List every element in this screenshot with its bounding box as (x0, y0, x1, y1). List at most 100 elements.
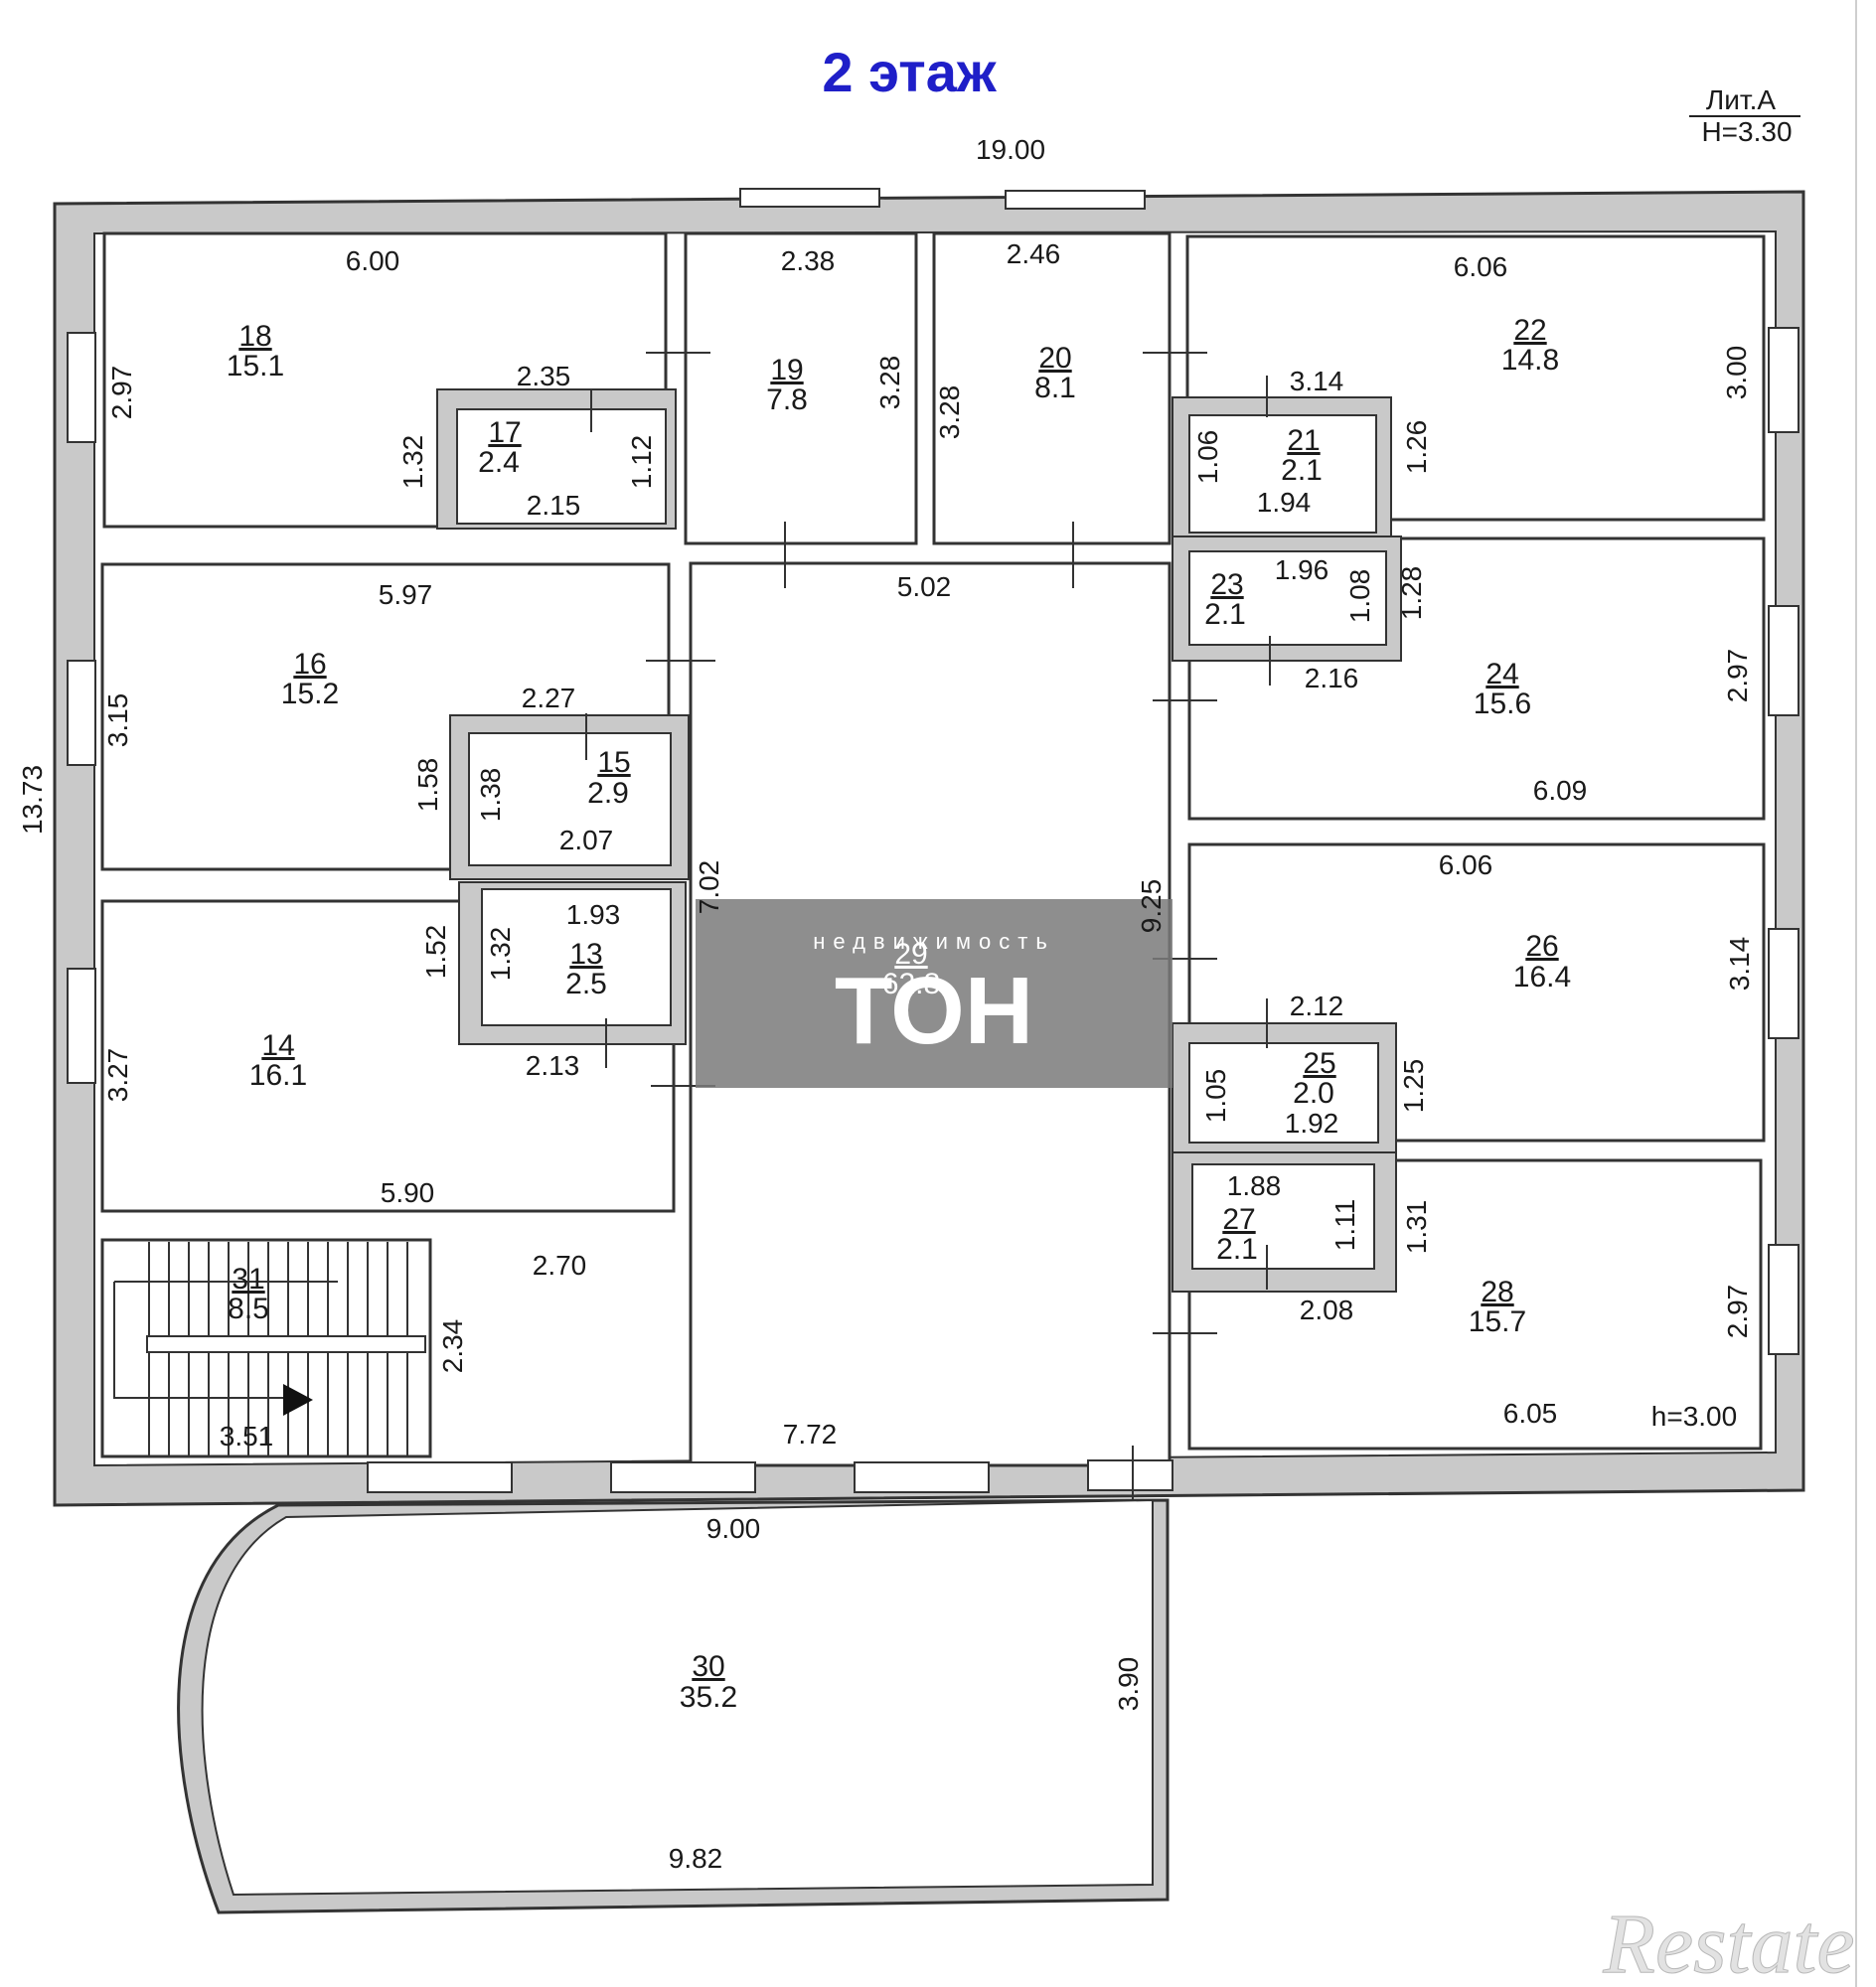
room-25-label: 25 2.0 (1293, 1047, 1336, 1110)
dim-r19-right: 3.28 (874, 356, 905, 410)
room-number: 21 (1287, 424, 1320, 457)
room-24-label: 24 15.6 (1474, 658, 1531, 720)
dim-r18-top: 6.00 (346, 245, 400, 276)
dim-r27-bottom: 2.08 (1300, 1295, 1354, 1325)
room-number: 20 (1038, 342, 1071, 375)
room-number: 15 (597, 746, 630, 779)
dim-r14-bottom: 5.90 (381, 1177, 435, 1208)
dim-r23-bottom: 2.16 (1305, 663, 1359, 693)
room-area: 15.1 (227, 350, 284, 382)
room-17-outline (456, 408, 667, 525)
dim-r28-height: h=3.00 (1651, 1401, 1737, 1432)
dim-hall-bottom: 7.72 (783, 1419, 838, 1450)
dim-r21-left: 1.06 (1192, 430, 1223, 485)
room-area: 15.6 (1474, 688, 1531, 720)
room-area: 2.1 (1281, 454, 1323, 487)
room-number: 13 (569, 938, 602, 971)
dim-r21-bottom: 1.94 (1257, 487, 1312, 518)
dim-corridor-right: 9.25 (1136, 879, 1167, 934)
floor-title: 2 этаж (822, 41, 997, 103)
height-header: Лит.А H=3.30 (1689, 84, 1800, 147)
room-16-label: 16 15.2 (281, 648, 339, 710)
room-area: 15.2 (281, 678, 339, 710)
room-number: 18 (238, 320, 271, 353)
room-number: 17 (488, 416, 521, 449)
dim-r15-top: 2.27 (522, 683, 576, 713)
room-area: 62.8 (882, 968, 940, 1000)
room-22-label: 22 14.8 (1501, 314, 1559, 377)
dim-r26-top: 6.06 (1439, 849, 1493, 880)
windows (67, 188, 1799, 1493)
dim-r16-top: 5.97 (379, 579, 433, 610)
room-area: 16.4 (1513, 961, 1571, 994)
room-25-outline (1188, 1042, 1379, 1144)
dim-r23-top: 1.96 (1275, 554, 1329, 585)
room-20-outline (932, 231, 1172, 545)
room-number: 27 (1222, 1203, 1255, 1236)
dim-terrace-right: 3.90 (1113, 1657, 1144, 1712)
dim-r24-left: 1.28 (1396, 566, 1427, 621)
room-19-label: 19 7.8 (766, 354, 808, 416)
room-17-label: 17 2.4 (478, 416, 522, 479)
dim-r23-right: 1.08 (1344, 569, 1375, 624)
staircase (113, 1242, 426, 1455)
room-area: 15.7 (1469, 1305, 1526, 1338)
room-number: 30 (692, 1650, 724, 1683)
room-23-outline (1188, 550, 1387, 646)
dim-r13-bottom: 2.13 (526, 1050, 580, 1081)
dimension-labels: 19.00 13.73 6.00 2.97 2.35 1.32 1.12 2.1… (17, 134, 1755, 1874)
room-15-outline (468, 732, 672, 866)
room-29-label: 29 62.8 (882, 938, 940, 1000)
room-number: 25 (1303, 1047, 1335, 1080)
dim-r25-right: 1.25 (1398, 1059, 1429, 1114)
dim-r18-left: 2.97 (106, 366, 137, 420)
dim-r22-right: 3.00 (1721, 346, 1752, 400)
room-area: 2.1 (1216, 1233, 1258, 1266)
room-27-outline (1191, 1163, 1375, 1270)
room-number: 16 (293, 648, 326, 681)
dim-r16-left: 3.15 (102, 693, 133, 748)
dim-r14-left: 3.27 (102, 1048, 133, 1103)
dim-overall-depth: 13.73 (17, 765, 48, 835)
dim-r15-outer: 1.58 (412, 758, 443, 813)
dim-r31-height: 2.34 (437, 1319, 468, 1374)
room-21-outline (1188, 414, 1377, 534)
room-31-label: 31 8.5 (228, 1263, 269, 1325)
room-23-label: 23 2.1 (1204, 568, 1246, 631)
dim-r31-bottom: 3.51 (220, 1421, 274, 1452)
room-area: 2.1 (1204, 598, 1246, 631)
room-number: 31 (232, 1263, 264, 1296)
dim-r31-right: 2.70 (533, 1250, 587, 1281)
building-walls (53, 190, 1805, 1507)
room-number: 28 (1481, 1276, 1513, 1308)
watermark: недвижимость ТОН (696, 899, 1172, 1088)
dim-r17-right: 1.12 (626, 435, 657, 490)
dim-r21-top: 3.14 (1290, 366, 1344, 396)
ceiling-height-label: H=3.30 (1701, 116, 1792, 147)
restate-logo: Restate (1602, 1896, 1854, 1987)
room-number: 23 (1210, 568, 1243, 601)
stair-direction-arrow-icon (283, 1384, 313, 1416)
room-area: 7.8 (766, 383, 808, 416)
dim-r28-right: 2.97 (1722, 1285, 1753, 1339)
dim-r17-top: 2.35 (517, 361, 571, 391)
dim-r20-left: 3.28 (934, 385, 965, 440)
dim-r15-bottom: 2.07 (559, 825, 614, 855)
room-26-label: 26 16.4 (1513, 930, 1571, 994)
watermark-main: ТОН (835, 958, 1033, 1064)
door-marks (585, 318, 1271, 1530)
room-30-outline (201, 1498, 1154, 1897)
room-14-label: 14 16.1 (249, 1029, 307, 1092)
room-area: 35.2 (680, 1681, 737, 1714)
room-area: 14.8 (1501, 344, 1559, 377)
room-13-label: 13 2.5 (565, 938, 607, 1000)
dim-overall-width: 19.00 (976, 134, 1045, 165)
dim-r25-bottom: 1.92 (1285, 1108, 1339, 1139)
dim-r26-right: 3.14 (1724, 937, 1755, 992)
room-21-label: 21 2.1 (1281, 424, 1323, 487)
room-number: 14 (261, 1029, 294, 1062)
dim-corridor-top: 5.02 (897, 571, 952, 602)
dim-r25-left: 1.05 (1200, 1069, 1231, 1124)
dim-r20-top: 2.46 (1007, 238, 1061, 269)
dim-r17-left: 1.32 (397, 435, 428, 490)
